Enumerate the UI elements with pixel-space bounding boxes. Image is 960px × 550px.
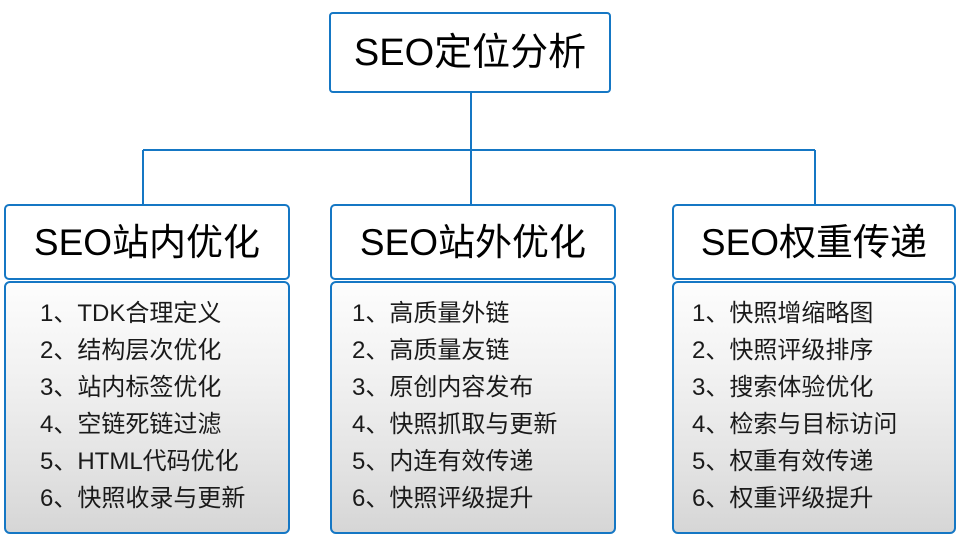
list-item: 6、权重评级提升 — [692, 485, 874, 512]
branch-list-2: 1、高质量外链 2、高质量友链 3、原创内容发布 4、快照抓取与更新 5、内连有… — [330, 281, 616, 534]
list-item: 2、快照评级排序 — [692, 337, 874, 364]
branch-list-3: 1、快照增缩略图 2、快照评级排序 3、搜索体验优化 4、检索与目标访问 5、权… — [672, 281, 956, 534]
list-item: 2、高质量友链 — [352, 337, 510, 364]
branch-header-title-1: SEO站内优化 — [33, 221, 261, 263]
list-item: 3、站内标签优化 — [40, 374, 222, 401]
root-node[interactable]: SEO定位分析 — [329, 12, 611, 93]
branch-column-1: SEO站内优化 1、TDK合理定义 2、结构层次优化 3、站内标签优化 4、空链… — [4, 204, 290, 534]
list-item: 1、TDK合理定义 — [40, 300, 222, 327]
list-item: 4、检索与目标访问 — [692, 411, 898, 438]
branch-column-2: SEO站外优化 1、高质量外链 2、高质量友链 3、原创内容发布 4、快照抓取与… — [330, 204, 616, 534]
branch-header-1[interactable]: SEO站内优化 — [4, 204, 290, 280]
list-item: 5、内连有效传递 — [352, 448, 534, 475]
list-item: 3、搜索体验优化 — [692, 374, 874, 401]
list-item: 1、高质量外链 — [352, 300, 510, 327]
list-item: 6、快照收录与更新 — [40, 485, 246, 512]
branch-list-1: 1、TDK合理定义 2、结构层次优化 3、站内标签优化 4、空链死链过滤 5、H… — [4, 281, 290, 534]
list-item: 2、结构层次优化 — [40, 337, 222, 364]
list-item: 4、快照抓取与更新 — [352, 411, 558, 438]
branch-header-2[interactable]: SEO站外优化 — [330, 204, 616, 280]
branch-header-title-3: SEO权重传递 — [700, 221, 928, 263]
list-item: 6、快照评级提升 — [352, 485, 534, 512]
list-item: 1、快照增缩略图 — [692, 300, 874, 327]
list-item: 5、权重有效传递 — [692, 448, 874, 475]
branch-header-3[interactable]: SEO权重传递 — [672, 204, 956, 280]
branch-header-title-2: SEO站外优化 — [359, 221, 587, 263]
list-item: 3、原创内容发布 — [352, 374, 534, 401]
branch-column-3: SEO权重传递 1、快照增缩略图 2、快照评级排序 3、搜索体验优化 4、检索与… — [672, 204, 956, 534]
list-item: 4、空链死链过滤 — [40, 411, 222, 438]
list-item: 5、HTML代码优化 — [40, 448, 239, 475]
root-node-title: SEO定位分析 — [353, 31, 587, 74]
